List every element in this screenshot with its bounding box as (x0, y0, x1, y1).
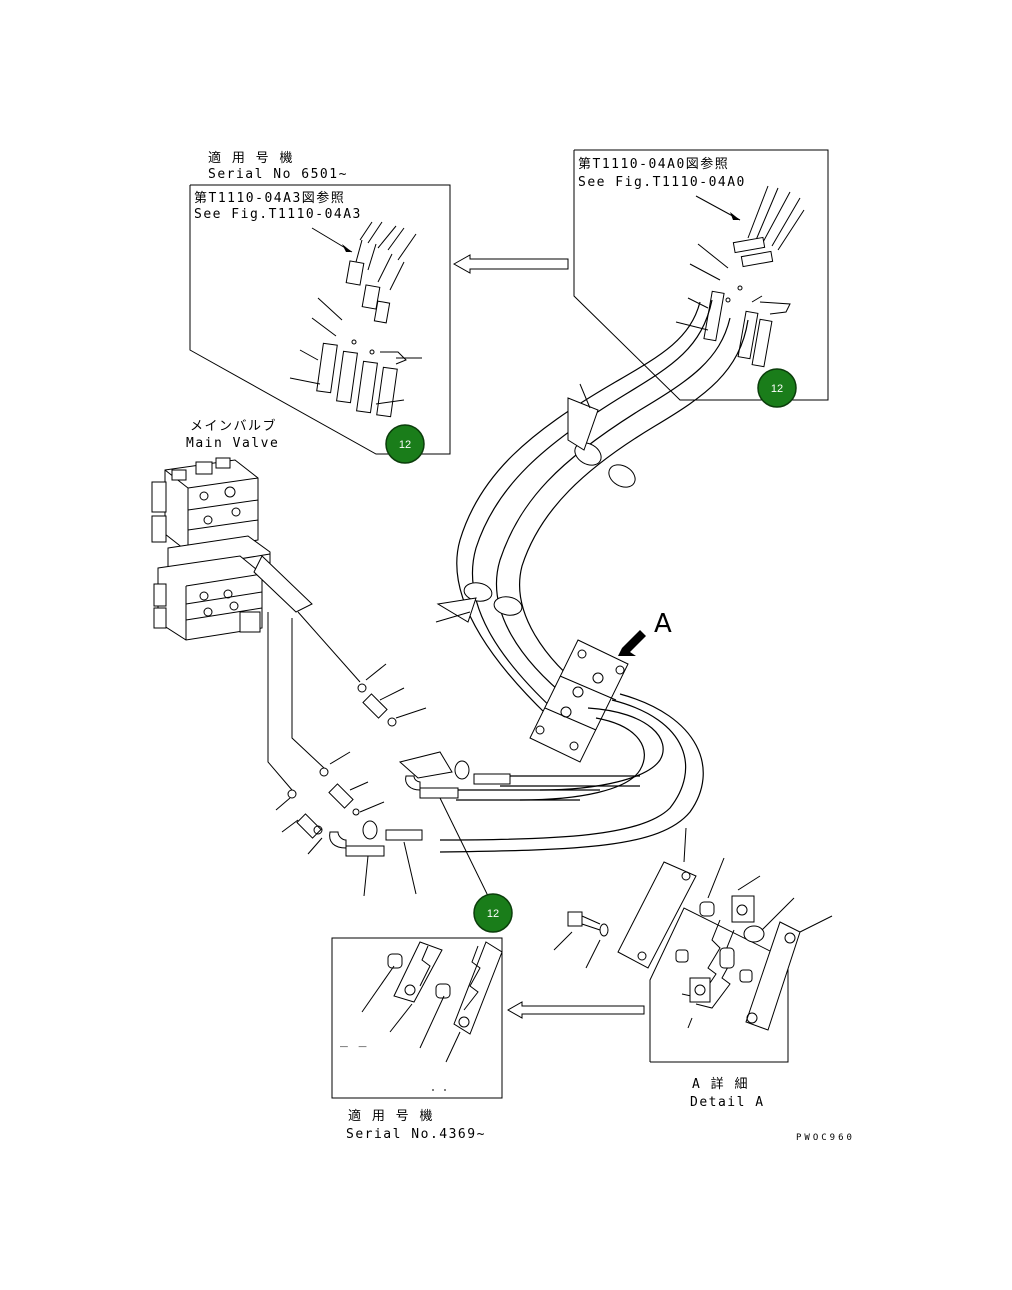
callout-badge-12-bottom[interactable]: 12 (473, 893, 513, 933)
main-valve-label-jp: メインバルブ (190, 418, 277, 434)
callout-badge-12-right[interactable]: 12 (757, 368, 797, 408)
transfer-arrow-bottom (506, 1001, 645, 1019)
callout-badge-12-left[interactable]: 12 (385, 424, 425, 464)
manifold-block: A (529, 609, 672, 763)
callout-badge-label: 12 (399, 439, 411, 451)
dash-marks: _ _ (340, 1033, 368, 1048)
serial-label-jp-bottom: 適 用 号 機 (348, 1108, 434, 1124)
box-left-ref-en: See Fig.T1110-04A3 (194, 207, 362, 222)
transfer-arrow-top (452, 254, 569, 274)
serial-label-jp-top: 適 用 号 機 (208, 150, 294, 166)
serial-label-en-top: Serial No 6501~ (208, 167, 348, 182)
main-valve (151, 457, 313, 641)
reference-box-left: 第T1110-04A3図参照 See Fig.T1110-04A3 (189, 184, 451, 455)
reference-box-right: 第T1110-04A0図参照 See Fig.T1110-04A0 (573, 149, 829, 401)
box-right-ref-en: See Fig.T1110-04A0 (578, 175, 746, 190)
serial-label-en-bottom: Serial No.4369~ (346, 1127, 486, 1142)
box-left-ref-jp: 第T1110-04A3図参照 (194, 190, 345, 206)
detail-a: A 詳 細 Detail A (553, 827, 833, 1110)
lower-hoses (267, 611, 704, 901)
main-valve-label-en: Main Valve (186, 436, 279, 451)
callout-badge-label: 12 (771, 383, 783, 395)
detail-a-label-en: Detail A (690, 1095, 765, 1110)
callout-badge-label: 12 (487, 908, 499, 920)
hose-bundle (435, 299, 749, 717)
view-a-label: A (654, 609, 672, 639)
reference-box-bottom: _ _ (331, 937, 503, 1099)
detail-a-label-jp: A 詳 細 (692, 1076, 749, 1092)
box-right-ref-jp: 第T1110-04A0図参照 (578, 156, 729, 172)
drawing-code: PWOC960 (796, 1133, 855, 1143)
